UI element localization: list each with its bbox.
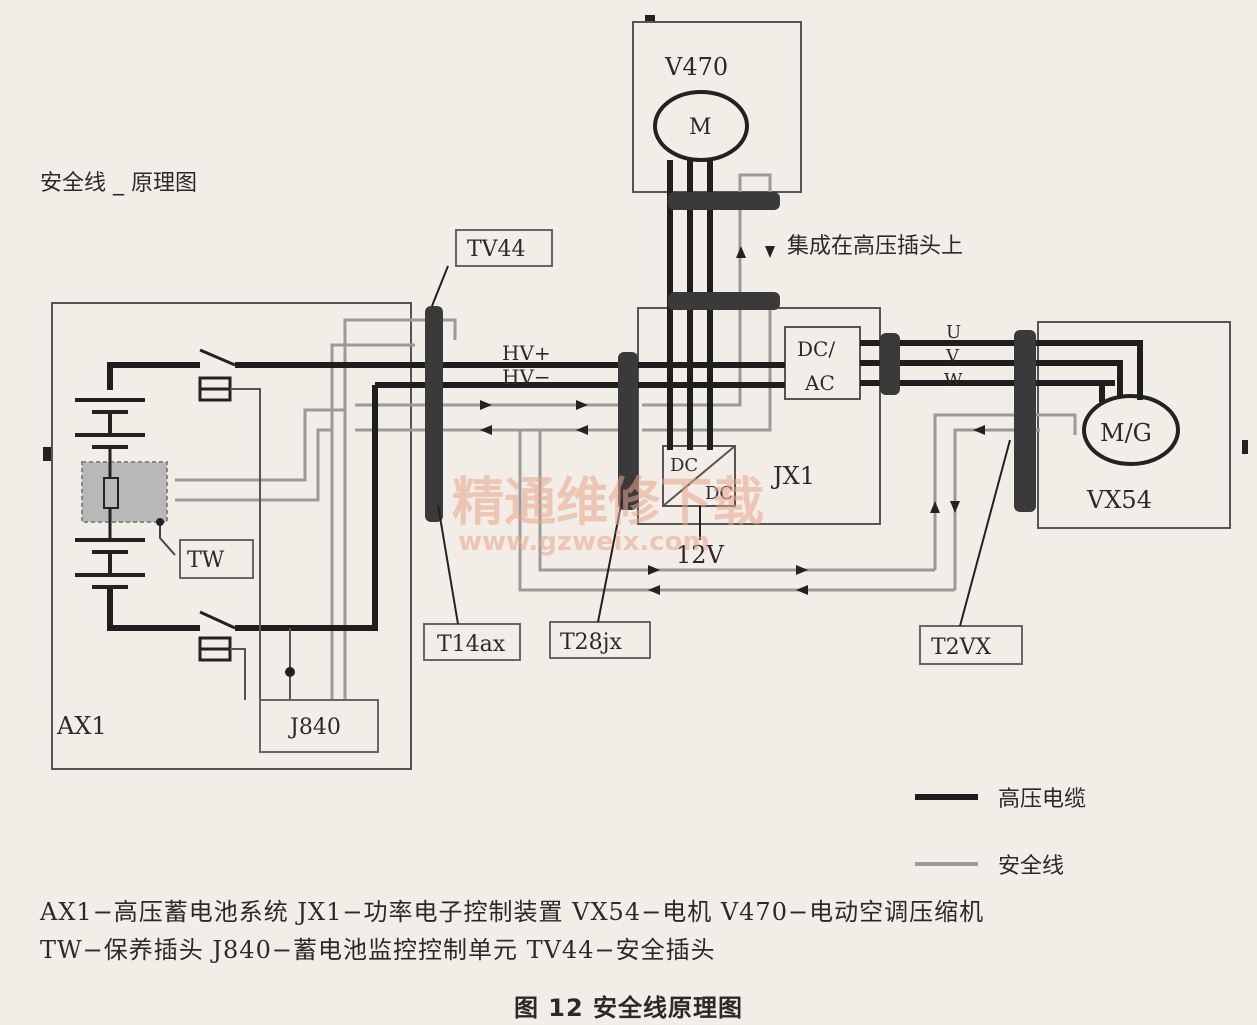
t14ax-box (423, 623, 521, 661)
phase-u-label: U (946, 322, 961, 343)
dcac-bottom-label: AC (804, 371, 835, 395)
t28jx-label: T28jx (560, 630, 622, 655)
component-key-line-1: AX1−高压蓄电池系统 JX1−功率电子控制装置 VX54−电机 V470−电动… (40, 898, 985, 926)
hv-minus-label: HV− (502, 365, 551, 389)
relay-wiring (230, 388, 291, 710)
t2vx-label: T2VX (931, 635, 992, 660)
dcac-top-label: DC/ (797, 337, 835, 361)
jx1-label: JX1 (770, 462, 815, 490)
vx54-label: VX54 (1086, 486, 1152, 514)
tw-label: TW (187, 548, 225, 573)
legend-hv-label: 高压电缆 (998, 787, 1086, 812)
ax1-box (51, 302, 412, 770)
mg-motor-symbol (1082, 394, 1180, 466)
component-key: AX1−高压蓄电池系统 JX1−功率电子控制装置 VX54−电机 V470−电动… (40, 893, 1250, 969)
dcdc-diagonal (662, 445, 736, 507)
phase-w-label: W (944, 370, 963, 391)
t14ax-label: T14ax (437, 632, 506, 657)
label-pointers (431, 265, 1011, 627)
mg-label: M/G (1100, 419, 1152, 447)
v12-label: 12V (676, 541, 725, 569)
watermark-cn: 精通维修下载 (452, 473, 764, 533)
left-edge-marker (43, 447, 51, 461)
legend-safe-label: 安全线 (998, 854, 1064, 879)
watermark-url: www.gzweix.com (458, 527, 710, 557)
v470-marker (645, 15, 655, 21)
j840-label: J840 (288, 715, 341, 740)
hv-plus-label: HV+ (502, 341, 551, 365)
figure-caption: 图 12 安全线原理图 (513, 994, 744, 1022)
vx54-box (1037, 321, 1231, 529)
contactors (198, 348, 236, 662)
tw-pointer (159, 522, 176, 556)
t2vx-box (919, 625, 1023, 665)
v470-label: V470 (664, 53, 728, 81)
integrated-annotation: 集成在高压插头上 (787, 234, 963, 259)
safety-line-arrows (480, 246, 985, 595)
dcdc-top-label: DC (670, 455, 698, 476)
t28jx-box (549, 621, 651, 659)
phase-v-label: V (945, 346, 960, 367)
tw-service-plug (81, 461, 168, 523)
j840-box (259, 699, 379, 753)
junction-dot (285, 667, 295, 677)
v470-motor-symbol (653, 90, 749, 162)
right-edge-marker (1242, 440, 1248, 454)
ax1-label: AX1 (56, 712, 107, 740)
tv44-label: TV44 (467, 237, 526, 262)
dcdc-bottom-label: DC (705, 483, 733, 504)
tv44-box (455, 229, 553, 267)
v470-box (632, 21, 802, 193)
connector-clusters (425, 192, 1036, 522)
tw-box (179, 539, 254, 579)
motor-label: M (689, 115, 712, 140)
tw-pointer-dot (156, 518, 164, 526)
corner-title: 安全线 _ 原理图 (40, 171, 197, 196)
component-key-line-2: TW−保养插头 J840−蓄电池监控控制单元 TV44−安全插头 (40, 936, 716, 964)
